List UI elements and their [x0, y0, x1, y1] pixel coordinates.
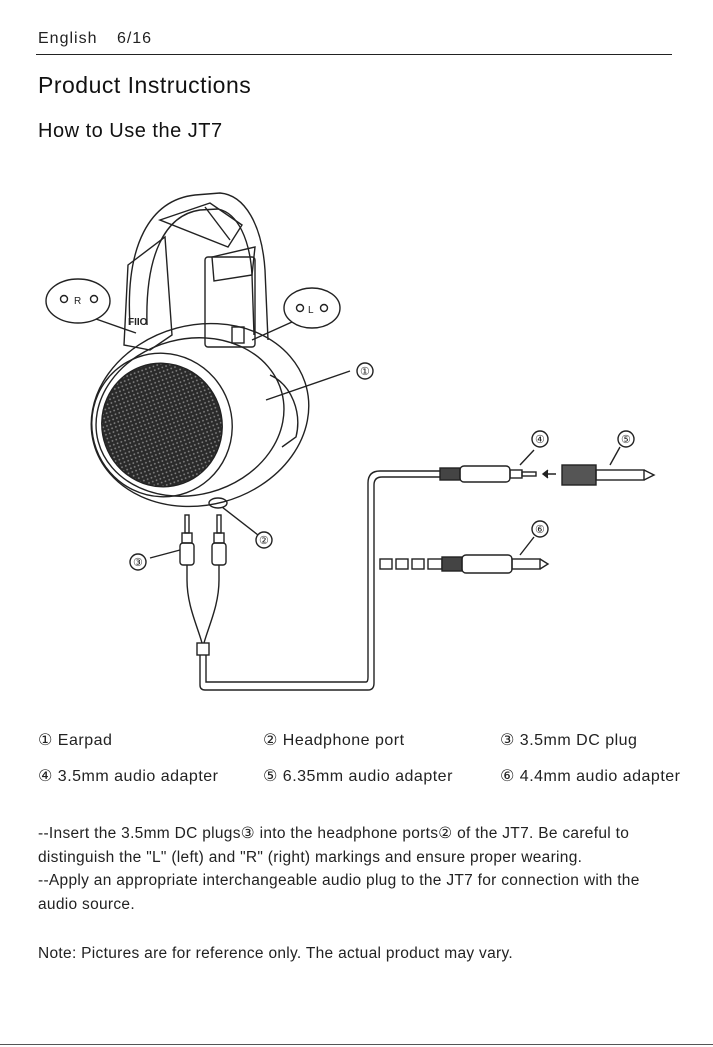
legend-row: ④ 3.5mm audio adapter ⑤ 6.35mm audio ada… [38, 766, 688, 802]
page-header: English 6/16 [38, 30, 166, 48]
callout-5: ⑤ [621, 434, 631, 446]
instruction-paragraph: --Insert the 3.5mm DC plugs③ into the he… [38, 825, 630, 866]
headband [128, 192, 269, 341]
legend-item: ⑤ 6.35mm audio adapter [263, 766, 453, 786]
callout-3-leader [149, 549, 181, 559]
right-marker-r: R [74, 296, 81, 307]
legend-label: 3.5mm DC plug [519, 732, 638, 749]
legend-label: 3.5mm audio adapter [57, 768, 219, 785]
dc-plug-right [211, 514, 227, 580]
legend-label: 4.4mm audio adapter [519, 768, 681, 785]
slider-arm [204, 256, 256, 348]
callout-5-leader [609, 446, 621, 466]
note-text: Note: Pictures are for reference only. T… [38, 945, 513, 962]
legend-item: ⑥ 4.4mm audio adapter [500, 766, 681, 786]
header-divider [36, 54, 672, 55]
adapter-6-35mm [561, 464, 656, 486]
legend-label: Earpad [57, 732, 113, 749]
headphone-port [208, 497, 228, 509]
right-marking-callout [283, 287, 341, 329]
footer-divider [0, 1044, 713, 1045]
ear-cup [90, 322, 310, 508]
speaker-grille [101, 362, 223, 488]
legend-label: Headphone port [282, 732, 405, 749]
callout-1-leader [265, 370, 351, 401]
legend-number: ④ [38, 768, 53, 785]
instruction-paragraph: --Apply an appropriate interchangeable a… [38, 872, 640, 913]
page-title: Product Instructions [38, 72, 252, 98]
brand-mark: FIIO [128, 317, 148, 328]
main-cable [199, 476, 440, 691]
legend-number: ③ [500, 732, 515, 749]
adapter-4-4mm-branch [379, 554, 550, 574]
legend-row: ① Earpad ② Headphone port ③ 3.5mm DC plu… [38, 730, 688, 766]
left-marking-callout [45, 278, 111, 324]
legend-number: ⑥ [500, 768, 515, 785]
legend-number: ① [38, 732, 53, 749]
instructions: --Insert the 3.5mm DC plugs③ into the he… [38, 822, 678, 916]
callout-6-leader [519, 536, 535, 556]
callout-6: ⑥ [535, 524, 545, 536]
language-label: English [38, 30, 98, 47]
callout-2: ② [259, 535, 269, 547]
legend-label: 6.35mm audio adapter [282, 768, 453, 785]
legend-item: ① Earpad [38, 730, 112, 750]
legend-item: ② Headphone port [263, 730, 405, 750]
callout-3: ③ [133, 557, 143, 569]
dc-plug-left [179, 514, 195, 580]
page-number: 6/16 [116, 30, 153, 47]
callout-4: ④ [535, 434, 545, 446]
legend-item: ③ 3.5mm DC plug [500, 730, 637, 750]
left-marker-l: L [308, 305, 314, 316]
insert-arrow [541, 469, 556, 479]
callout-2-leader [221, 506, 259, 536]
legend-number: ⑤ [263, 768, 278, 785]
callout-1: ① [360, 366, 370, 378]
legend-number: ② [263, 732, 278, 749]
section-title: How to Use the JT7 [38, 120, 223, 142]
headphone-diagram: FIIO R L ① ② [45, 192, 656, 691]
left-yoke [123, 235, 173, 351]
legend-item: ④ 3.5mm audio adapter [38, 766, 219, 786]
parts-legend: ① Earpad ② Headphone port ③ 3.5mm DC plu… [38, 730, 688, 802]
adapter-3-5mm [439, 465, 537, 483]
cable-y-split [186, 579, 220, 644]
callout-4-leader [519, 449, 535, 466]
